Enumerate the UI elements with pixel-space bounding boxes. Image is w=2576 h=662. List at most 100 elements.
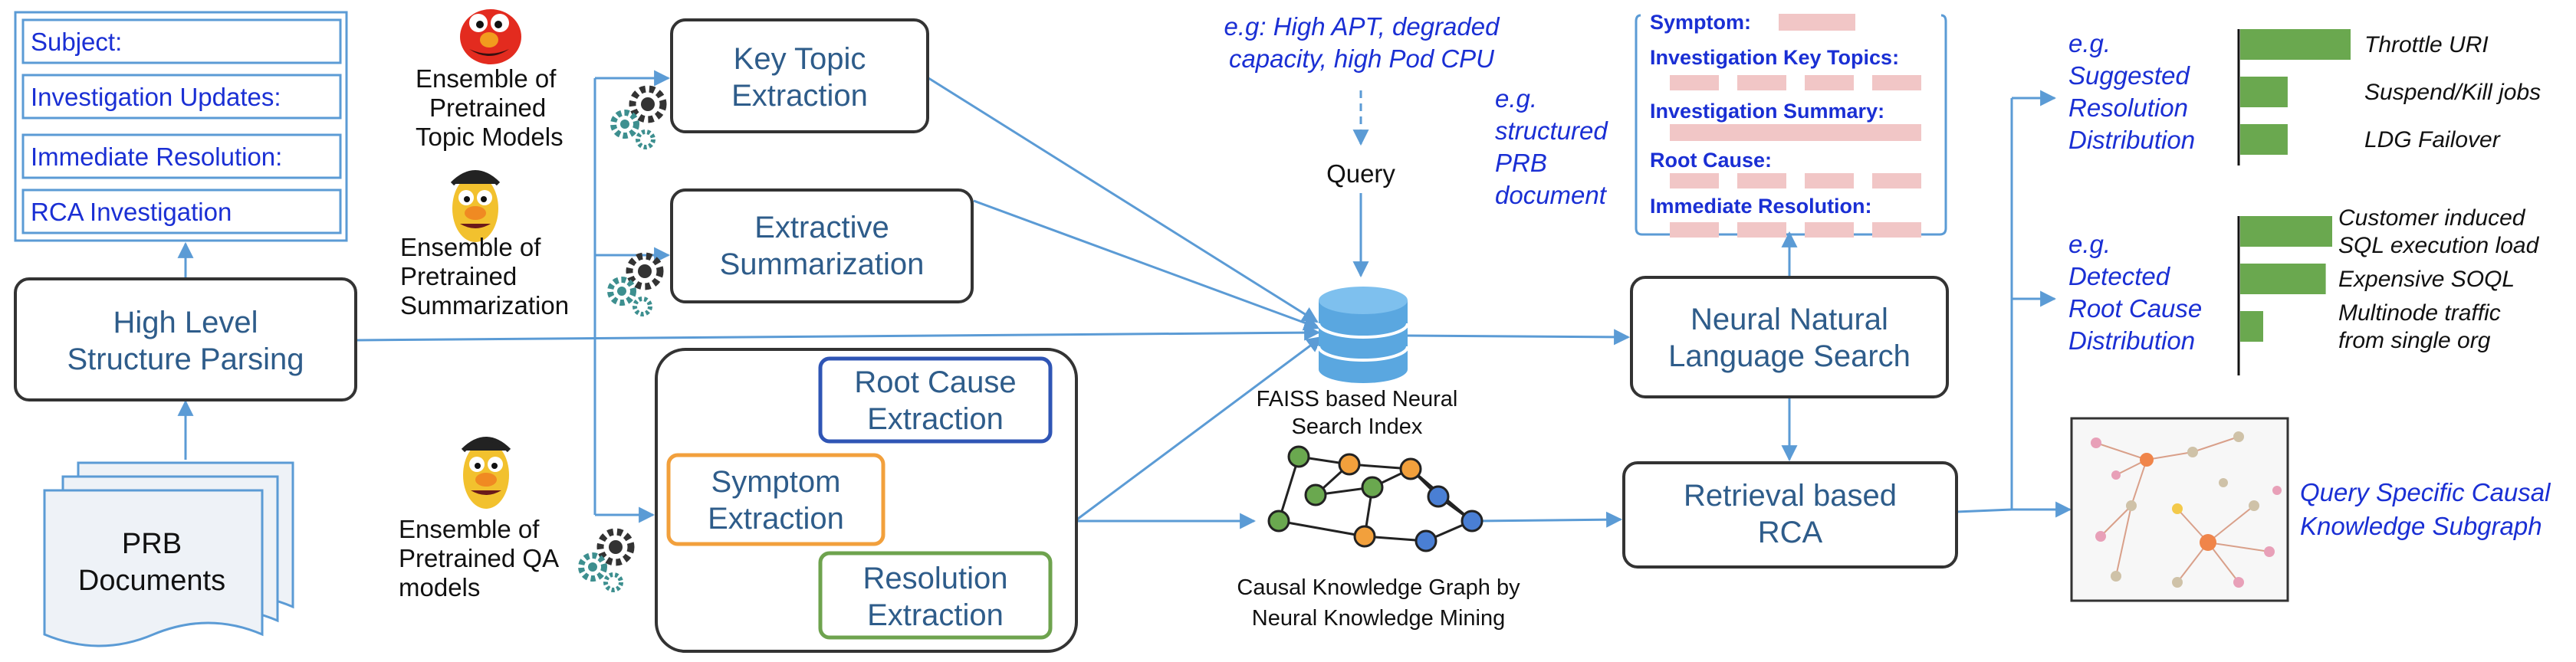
ensemble-topic-line-2: Pretrained <box>429 93 546 122</box>
ensemble-topic-line-1: Ensemble of <box>416 64 557 93</box>
database-icon <box>1317 287 1409 383</box>
query-label: Query <box>1326 159 1395 188</box>
rootcause-dist-bar <box>2240 264 2326 294</box>
rc-dist-line-2: Detected <box>2068 262 2171 290</box>
key-topic-line-1: Key Topic <box>734 42 866 76</box>
knowledge-graph-label: Causal Knowledge Graph by Neural Knowled… <box>1237 575 1520 631</box>
rootcause-dist-label: Expensive SOQL <box>2338 267 2515 292</box>
rc-dist-line-4: Distribution <box>2068 326 2195 355</box>
symptom-line-2: Extraction <box>708 502 844 536</box>
faiss-label: FAISS based Neural Search Index <box>1257 387 1458 439</box>
neural-search-line-1: Neural Natural <box>1691 303 1888 336</box>
rc-dist-line-1: e.g. <box>2068 230 2111 258</box>
gear-icon <box>578 528 635 592</box>
kg-line-1: Causal Knowledge Graph by <box>1237 575 1520 600</box>
res-dist-line-1: e.g. <box>2068 29 2111 57</box>
key-topic-line-2: Extraction <box>731 79 868 113</box>
kg-line-2: Neural Knowledge Mining <box>1252 606 1505 631</box>
arrow-keytopic-to-faiss <box>925 75 1319 323</box>
rootcause-dist-label: SQL execution load <box>2338 233 2540 258</box>
root-cause-line-1: Root Cause <box>854 365 1016 399</box>
extractive-summ-line-1: Extractive <box>754 211 889 244</box>
field-investigation-updates: Investigation Updates: <box>31 83 281 111</box>
structured-line-4: document <box>1495 181 1608 209</box>
faiss-line-2: Search Index <box>1292 415 1423 439</box>
rootcause-dist-label: from single org <box>2338 328 2491 353</box>
ensemble-topic-label: Ensemble of Pretrained Topic Models <box>416 64 564 151</box>
qa-extraction-group: Root Cause Extraction Symptom Extraction… <box>655 348 1078 653</box>
query-example-line-2: capacity, high Pod CPU <box>1229 44 1494 73</box>
faiss-line-1: FAISS based Neural <box>1257 387 1458 411</box>
gear-icon <box>610 85 667 149</box>
resolution-dist-bar <box>2240 124 2288 155</box>
ensemble-summarization-label: Ensemble of Pretrained Summarization <box>400 233 569 320</box>
structured-line-3: PRB <box>1495 149 1547 177</box>
rootcause-dist-label: Customer induced <box>2338 205 2526 231</box>
arrow-parsing-to-faiss <box>356 324 1321 342</box>
ensemble-qa-line-2: Pretrained QA <box>399 544 559 572</box>
query-example: e.g: High APT, degraded capacity, high P… <box>1224 12 1501 73</box>
field-immediate-resolution: Immediate Resolution: <box>31 143 282 171</box>
rootcause-dist-label: e.g. Detected Root Cause Distribution <box>2068 230 2202 355</box>
arrow-faiss-to-search <box>1406 329 1631 346</box>
neural-search-box: Neural Natural Language Search <box>1630 276 1949 398</box>
key-topic-extraction-box: Key Topic Extraction <box>670 18 929 133</box>
retrieval-line-2: RCA <box>1758 516 1823 549</box>
resolution-dist-label: Throttle URI <box>2364 32 2489 57</box>
prb-documents-icon: PRB Documents <box>43 461 294 647</box>
field-subject: Subject: <box>31 28 122 56</box>
rootcause-dist-bar <box>2240 216 2332 247</box>
retrieval-line-1: Retrieval based <box>1684 479 1897 513</box>
resolution-dist-label: Suspend/Kill jobs <box>2364 80 2541 105</box>
res-dist-line-4: Distribution <box>2068 126 2195 154</box>
resolution-dist-bar <box>2240 77 2288 107</box>
structured-example-label: e.g. structured PRB document <box>1495 84 1608 209</box>
structured-line-2: structured <box>1495 116 1608 145</box>
resolution-dist-label: e.g. Suggested Resolution Distribution <box>2068 29 2195 154</box>
neural-search-line-2: Language Search <box>1668 339 1911 373</box>
structured-line-1: e.g. <box>1495 84 1537 113</box>
ensemble-qa-line-3: models <box>399 573 480 601</box>
rootcause-dist-label: Multinode traffic <box>2338 300 2501 326</box>
symptom-line-1: Symptom <box>711 465 841 499</box>
ensemble-qa-line-1: Ensemble of <box>399 515 540 543</box>
doc-field-summary: Investigation Summary: <box>1650 100 1884 123</box>
doc-field-resolution: Immediate Resolution: <box>1650 195 1872 218</box>
parsing-line-1: High Level <box>113 306 258 339</box>
ensemble-qa-label: Ensemble of Pretrained QA models <box>399 515 559 601</box>
resolution-dist-label: LDG Failover <box>2364 127 2501 152</box>
query-example-line-1: e.g: High APT, degraded <box>1224 12 1501 41</box>
high-level-parsing-box: High Level Structure Parsing <box>14 277 357 401</box>
res-dist-line-2: Suggested <box>2068 61 2190 90</box>
rc-dist-line-3: Root Cause <box>2068 294 2202 323</box>
extractive-summarization-box: Extractive Summarization <box>670 188 974 303</box>
prb-line-2: Documents <box>78 565 225 597</box>
ensemble-summ-line-2: Pretrained <box>400 262 517 290</box>
doc-field-root-cause: Root Cause: <box>1650 149 1772 172</box>
doc-field-key-topics: Investigation Key Topics: <box>1650 46 1899 69</box>
arrow-summ-to-faiss <box>973 199 1320 331</box>
ensemble-summ-line-1: Ensemble of <box>400 233 541 261</box>
doc-field-symptom: Symptom: <box>1650 11 1751 34</box>
elmo-icon <box>460 9 521 64</box>
rootcause-dist-bar <box>2240 311 2263 342</box>
structure-fields-panel: Subject: Investigation Updates: Immediat… <box>14 11 348 242</box>
bert-icon <box>450 170 501 242</box>
arrow-kg-to-retrieval <box>1475 511 1623 528</box>
retrieval-rca-box: Retrieval based RCA <box>1622 461 1958 569</box>
subgraph-line-1: Query Specific Causal <box>2300 478 2551 506</box>
field-rca-investigation: RCA Investigation <box>31 198 232 226</box>
res-dist-line-3: Resolution <box>2068 93 2188 122</box>
branch-right-stub <box>1956 508 2013 513</box>
structured-doc-panel: Symptom: Investigation Key Topics: Inves… <box>1635 11 1947 238</box>
extractive-summ-line-2: Summarization <box>720 247 925 281</box>
subgraph-line-2: Knowledge Subgraph <box>2300 512 2542 540</box>
gear-icon <box>607 252 664 316</box>
resolution-line-1: Resolution <box>863 562 1007 595</box>
root-cause-line-2: Extraction <box>867 402 1004 436</box>
bert-icon <box>461 437 511 509</box>
resolution-dist-bar <box>2240 29 2351 60</box>
